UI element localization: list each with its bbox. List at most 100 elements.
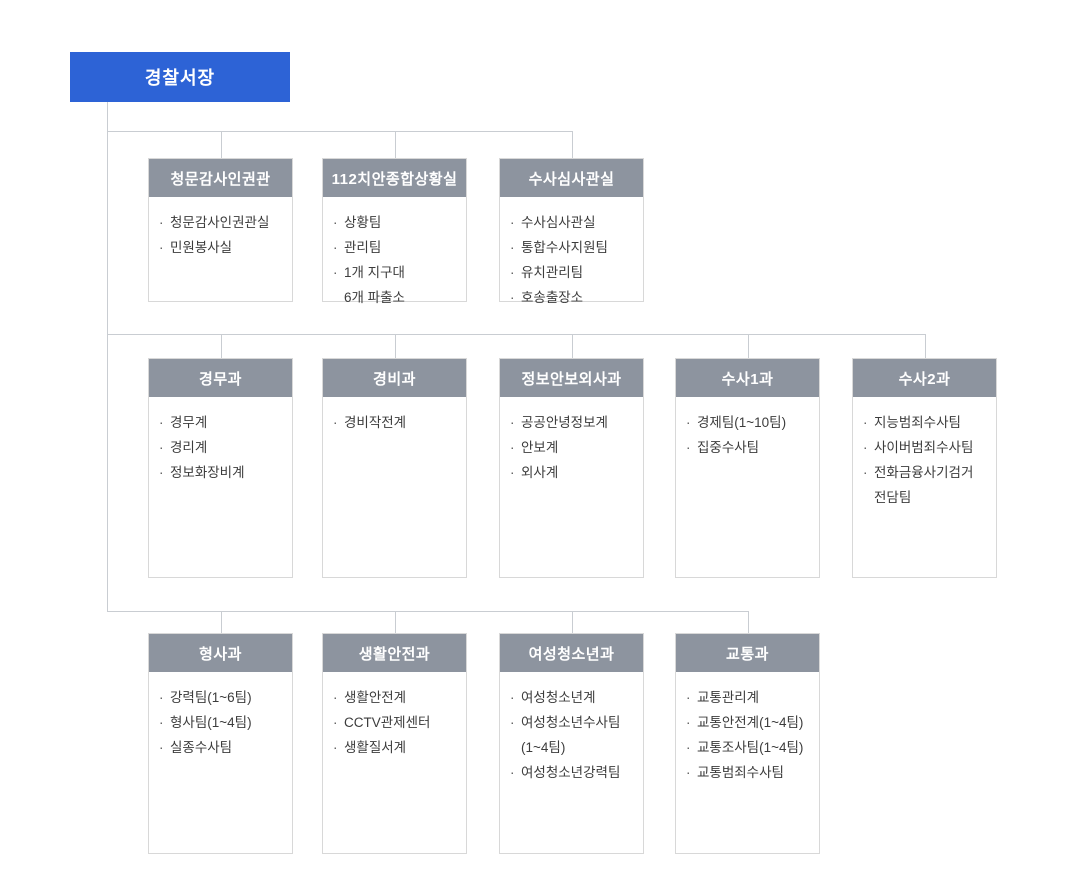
org-box-title: 여성청소년과 <box>500 634 643 672</box>
bullet-icon: · <box>159 715 164 730</box>
org-box-body: · 경비작전계 <box>323 397 466 443</box>
org-item-label: 강력팀(1~6팀) <box>170 690 252 705</box>
org-item-label: (1~4팀) <box>521 740 566 755</box>
connector-drop <box>571 334 573 358</box>
connector-drop <box>747 611 749 633</box>
org-box-body: · 생활안전계 · CCTV관제센터 · 생활질서계 <box>323 672 466 768</box>
org-item-label: 지능범죄수사팀 <box>874 415 961 430</box>
root-box: 경찰서장 <box>70 52 290 102</box>
bullet-icon: · <box>159 215 164 230</box>
org-item: · 경무계 <box>159 410 284 435</box>
org-item: ·호송출장소 <box>510 285 635 310</box>
org-box-title: 생활안전과 <box>323 634 466 672</box>
bullet-icon: · <box>510 765 515 780</box>
org-item: ·여성청소년수사팀 <box>510 710 635 735</box>
org-item: · 교통조사팀(1~4팀) <box>686 735 811 760</box>
bullet-icon: · <box>686 765 691 780</box>
connector-drop <box>220 611 222 633</box>
org-item-label: 경리계 <box>170 440 208 455</box>
org-box-body: · 수사심사관실 · 통합수사지원팀 ·유치관리팀·호송출장소 <box>500 197 643 318</box>
bullet-icon: · <box>333 415 338 430</box>
org-item: ·지능범죄수사팀 <box>863 410 988 435</box>
org-item: · 청문감사인권관실 <box>159 210 284 235</box>
org-item: · CCTV관제센터 <box>333 710 458 735</box>
bullet-icon: · <box>510 440 515 455</box>
org-item: · 통합수사지원팀 <box>510 235 635 260</box>
org-item: ·외사계 <box>510 460 635 485</box>
org-item: ·1개 지구대 <box>333 260 458 285</box>
org-box-title: 경비과 <box>323 359 466 397</box>
bullet-icon: · <box>510 415 515 430</box>
bullet-icon: · <box>333 265 338 280</box>
org-box-body: ·경제팀(1~10팀)·집중수사팀 <box>676 397 819 468</box>
org-item-label: 청문감사인권관실 <box>170 215 270 230</box>
connector-trunk <box>107 102 108 611</box>
org-item: · 강력팀(1~6팀) <box>159 685 284 710</box>
org-box: 교통과·교통관리계·교통안전계(1~4팀)·교통조사팀(1~4팀)·교통범죄수사… <box>675 633 820 854</box>
bullet-icon: · <box>333 740 338 755</box>
bullet-icon: · <box>333 215 338 230</box>
org-box-body: · 강력팀(1~6팀) · 형사팀(1~4팀) ·실종수사팀 <box>149 672 292 768</box>
org-box-body: ·교통관리계·교통안전계(1~4팀)·교통조사팀(1~4팀)·교통범죄수사팀 <box>676 672 819 793</box>
bullet-icon: · <box>333 715 338 730</box>
org-box-title: 청문감사인권관 <box>149 159 292 197</box>
org-item: ·실종수사팀 <box>159 735 284 760</box>
org-item: ·경제팀(1~10팀) <box>686 410 811 435</box>
bullet-icon: · <box>686 740 691 755</box>
org-box: 경비과 · 경비작전계 <box>322 358 467 578</box>
org-box-title: 형사과 <box>149 634 292 672</box>
org-item-label: 생활질서계 <box>344 740 407 755</box>
bullet-icon: · <box>863 465 868 480</box>
org-box-body: · 청문감사인권관실 · 민원봉사실 <box>149 197 292 268</box>
bullet-icon: · <box>686 415 691 430</box>
org-box-title: 정보안보외사과 <box>500 359 643 397</box>
connector-drop <box>571 131 573 158</box>
bullet-icon: · <box>159 740 164 755</box>
org-item: · 전화금융사기검거 <box>863 460 988 485</box>
org-item-label: 생활안전계 <box>344 690 407 705</box>
org-item: ·교통안전계(1~4팀) <box>686 710 811 735</box>
org-box: 수사심사관실·수사심사관실·통합수사지원팀·유치관리팀·호송출장소 <box>499 158 644 305</box>
org-item: · 민원봉사실 <box>159 235 284 260</box>
connector-drop <box>747 334 749 358</box>
bullet-icon: · <box>686 440 691 455</box>
org-item: ·유치관리팀 <box>510 260 635 285</box>
bullet-icon: · <box>159 240 164 255</box>
org-item-label: 수사심사관실 <box>521 215 596 230</box>
org-item-label: 경비작전계 <box>344 415 407 430</box>
org-item: 전담팀 <box>863 485 988 510</box>
org-item-label: 교통조사팀(1~4팀) <box>697 740 804 755</box>
org-item: ·정보화장비계 <box>159 460 284 485</box>
connector-drop <box>394 334 396 358</box>
org-item-label: 형사팀(1~4팀) <box>170 715 252 730</box>
bullet-icon: · <box>510 690 515 705</box>
org-item-label: 통합수사지원팀 <box>521 240 608 255</box>
org-box: 생활안전과 · 생활안전계 · CCTV관제센터 · 생활질서계 <box>322 633 467 854</box>
connector-branch <box>107 131 572 132</box>
bullet-icon: · <box>510 215 515 230</box>
org-item-label: 정보화장비계 <box>170 465 245 480</box>
org-item: ·여성청소년강력팀 <box>510 760 635 785</box>
bullet-icon: · <box>863 440 868 455</box>
org-box-title: 수사심사관실 <box>500 159 643 197</box>
org-item: ·사이버범죄수사팀 <box>863 435 988 460</box>
org-box: 경무과·경무계·경리계·정보화장비계 <box>148 358 293 578</box>
org-item-label: CCTV관제센터 <box>344 715 431 730</box>
org-item-label: 경무계 <box>170 415 208 430</box>
org-item-label: 민원봉사실 <box>170 240 233 255</box>
connector-drop <box>220 131 222 158</box>
bullet-icon: · <box>159 690 164 705</box>
org-item-label: 교통범죄수사팀 <box>697 765 784 780</box>
org-box-title: 수사2과 <box>853 359 996 397</box>
bullet-icon: · <box>159 415 164 430</box>
org-item: ·여성청소년계 <box>510 685 635 710</box>
org-item-label: 전화금융사기검거 <box>874 465 974 480</box>
org-item-label: 외사계 <box>521 465 559 480</box>
org-item: ·상황팀 <box>333 210 458 235</box>
connector-drop <box>220 334 222 358</box>
org-item: · 경비작전계 <box>333 410 458 435</box>
bullet-icon: · <box>333 690 338 705</box>
org-box-body: ·공공안녕정보계·안보계·외사계 <box>500 397 643 493</box>
bullet-icon: · <box>510 240 515 255</box>
